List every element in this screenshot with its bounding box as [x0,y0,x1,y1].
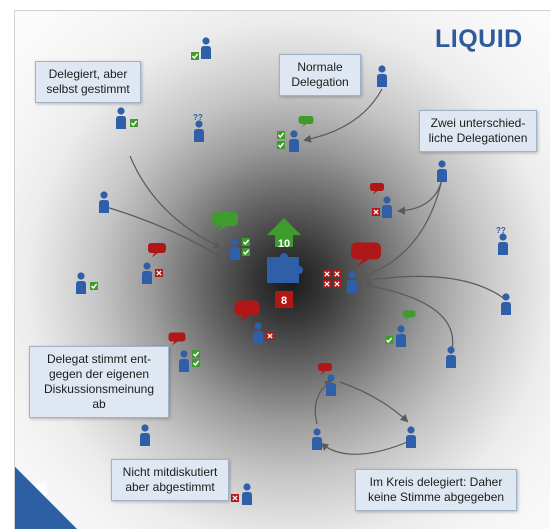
person-icon [437,160,447,182]
delegation-arrow [303,88,383,143]
speech-bubble-icon [318,363,332,375]
person-icon [382,196,392,218]
delegation-arrow [359,178,443,279]
page-title: LIQUID [435,25,523,53]
question-mark: ?? [496,226,506,235]
delegation-arrow [320,440,411,455]
cross-icon [266,332,274,340]
person-icon [242,483,252,505]
callout-delegated-self-voted: Delegiert, aber selbst gestimmt [35,61,141,103]
person-icon [326,374,336,396]
speech-bubble-icon [168,332,186,346]
cross-icon [323,270,331,278]
cross-icon [333,280,341,288]
cross-icon [372,208,380,216]
speech-bubble-icon [402,310,416,321]
speech-bubble-icon [148,243,166,258]
person-icon [201,37,211,59]
check-icon [192,350,200,358]
person-icon [289,130,299,152]
callout-not-discussed: Nicht mitdiskutiert aber abgestimmt [111,459,229,501]
person-icon [501,293,511,315]
person-icon [406,426,416,448]
delegation-arrow [363,282,454,355]
check-icon [90,282,98,290]
person-icon [140,424,150,446]
question-mark: ?? [193,113,203,122]
check-icon [191,52,199,60]
delegation-arrow [361,275,507,301]
person-icon [179,350,189,372]
speech-bubble-icon [298,116,314,128]
callout-normal-delegation: Normale Delegation [279,54,361,96]
check-icon [385,336,393,344]
delegation-arrow [339,381,409,423]
person-icon [99,191,109,213]
person-icon [116,107,126,129]
person-icon [396,325,406,347]
cross-icon [155,269,163,277]
person-icon [446,346,456,368]
cross-icon [323,280,331,288]
no-count: 8 [281,295,287,307]
callout-delegate-against: Delegat stimmt ent-gegen der eigenen Dis… [29,346,169,418]
person-icon [312,428,322,450]
puzzle-icon [267,253,303,283]
diagram-stage: ???? 10 8 LIQUID Delegiert, aber selbst ge… [14,10,550,529]
check-icon [277,141,285,149]
up-arrow-icon [267,218,301,247]
speech-bubble-icon [370,183,384,195]
callout-two-delegations: Zwei unterschied-liche Delegationen [419,110,537,152]
callout-circular: Im Kreis delegiert: Daher keine Stimme a… [355,469,517,511]
speech-bubble-icon [234,300,260,323]
check-icon [277,131,285,139]
check-icon [130,119,138,127]
check-icon [242,248,250,256]
person-icon [76,272,86,294]
check-icon [242,238,250,246]
delegation-arrow [102,205,223,259]
person-icon [347,271,357,293]
speech-bubble-icon [212,212,238,233]
delegation-arrow [397,178,443,215]
check-icon [192,359,200,367]
yes-count: 10 [278,238,290,250]
no-count-box [275,291,293,308]
person-icon [498,233,508,255]
person-icon [142,262,152,284]
person-icon [377,65,387,87]
cross-icon [333,270,341,278]
delegation-diagram: ???? 10 8 [31,37,511,507]
delegation-arrow [129,155,222,249]
person-icon [194,120,204,142]
cross-icon [231,494,239,502]
speech-bubble-icon [351,242,381,268]
person-icon [230,238,240,260]
person-icon [253,322,263,344]
